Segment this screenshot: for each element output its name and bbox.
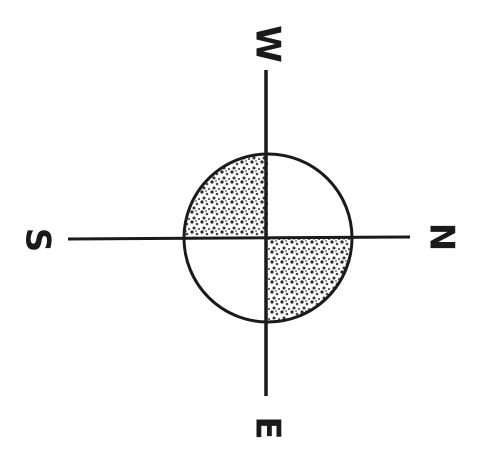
- label-top: W: [248, 25, 288, 63]
- horizontal-axis: [68, 237, 410, 239]
- shaded-quadrant-upper-left: [180, 150, 268, 238]
- label-left: S: [18, 228, 58, 253]
- shaded-quadrant-lower-right: [268, 238, 356, 326]
- label-bottom: E: [248, 416, 288, 439]
- label-right: N: [422, 223, 462, 251]
